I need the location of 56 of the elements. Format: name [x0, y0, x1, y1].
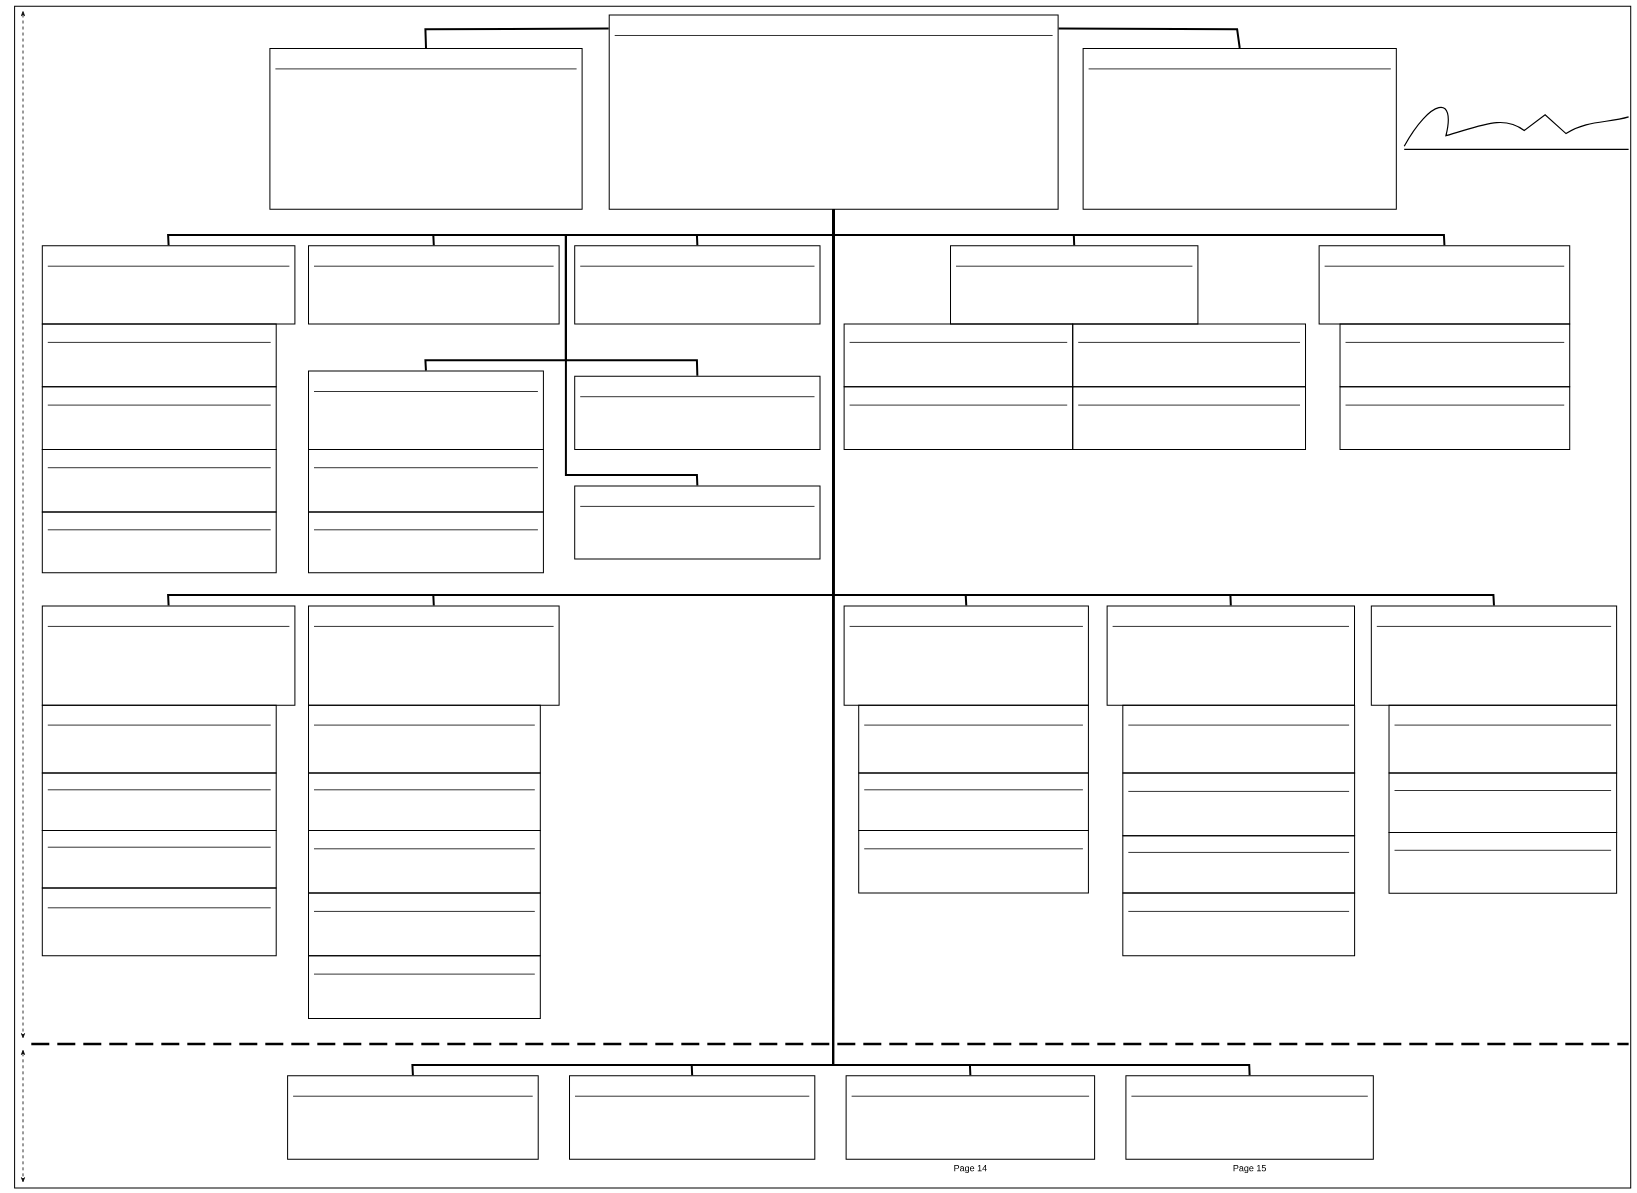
- connector-line: [832, 208, 1251, 1077]
- org-box: [41, 323, 277, 388]
- org-box: [308, 448, 544, 513]
- org-box: [843, 605, 1089, 706]
- org-box: [1106, 605, 1355, 706]
- org-box: [1082, 48, 1397, 210]
- org-box: [574, 375, 821, 450]
- org-box: [308, 955, 541, 1019]
- org-box: [1388, 832, 1618, 894]
- org-box: [1072, 386, 1306, 450]
- org-box: [858, 772, 1089, 831]
- org-box: [41, 830, 277, 889]
- org-box: [1122, 835, 1356, 894]
- org-box: [858, 704, 1089, 774]
- org-box: [1388, 772, 1618, 834]
- org-box: [308, 511, 544, 574]
- org-box: [845, 1075, 1096, 1160]
- org-box: [308, 245, 560, 325]
- org-box: [608, 14, 1059, 210]
- org-box: [308, 704, 541, 774]
- org-box: [574, 245, 821, 325]
- org-box: [41, 511, 277, 574]
- org-box: [41, 772, 277, 831]
- org-box: [41, 386, 277, 450]
- org-box: [569, 1075, 816, 1160]
- org-box: [269, 48, 583, 210]
- org-box: [1122, 704, 1356, 774]
- page-reference: Page 15: [1233, 1165, 1266, 1174]
- org-box: [1388, 704, 1618, 774]
- org-box: [41, 605, 296, 706]
- org-box: [843, 386, 1074, 450]
- org-box: [1072, 323, 1306, 388]
- org-box: [308, 830, 541, 894]
- org-box: [858, 830, 1089, 894]
- org-box: [41, 887, 277, 957]
- org-box: [1125, 1075, 1374, 1160]
- org-box: [574, 485, 821, 560]
- org-box: [1339, 386, 1571, 450]
- org-box: [1122, 772, 1356, 837]
- org-box: [1122, 892, 1356, 957]
- page-reference: Page 14: [954, 1165, 987, 1174]
- org-box: [308, 605, 560, 706]
- org-box: [308, 772, 541, 831]
- connector-line: [424, 27, 610, 49]
- org-box: [1370, 605, 1618, 706]
- org-box: [843, 323, 1074, 388]
- org-box: [41, 245, 296, 325]
- connector-line: [1057, 27, 1241, 49]
- org-box: [41, 704, 277, 774]
- org-box: [41, 448, 277, 513]
- org-box: [308, 370, 544, 450]
- org-box: [1339, 323, 1571, 388]
- org-box: [950, 245, 1199, 325]
- org-box: [287, 1075, 539, 1160]
- org-box: [308, 892, 541, 957]
- org-box: [1318, 245, 1571, 325]
